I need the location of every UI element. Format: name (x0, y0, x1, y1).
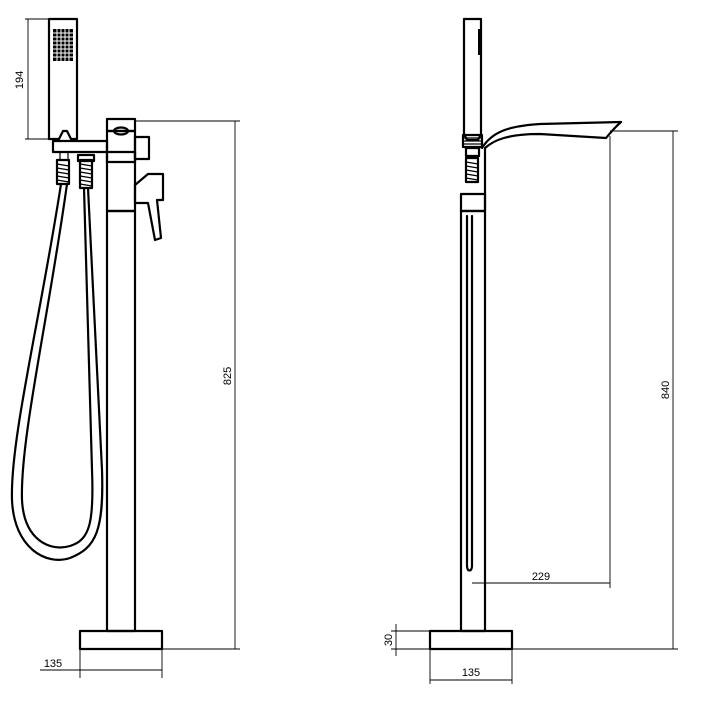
dimension-base-height: 30 (383, 624, 430, 656)
hand-shower-side (461, 17, 484, 149)
dim-label-135-front: 135 (44, 658, 62, 670)
dim-label-229: 229 (532, 571, 550, 583)
dimension-base-width-side: 135 (429, 649, 513, 684)
mixer-lever (133, 172, 165, 242)
dim-label-840: 840 (660, 381, 672, 399)
dimension-handset-height: 194 (14, 18, 49, 140)
hose-fitting-right (76, 153, 96, 190)
hose-fitting-side (464, 156, 480, 184)
dimension-spout-reach: 229 (472, 136, 611, 588)
dimension-spout-height: 825 (135, 120, 240, 650)
standpipe (105, 209, 137, 633)
shower-holder (51, 139, 109, 154)
shower-hose (10, 182, 104, 561)
spout (480, 120, 623, 213)
dim-label-194: 194 (14, 71, 26, 89)
floor-base-side (428, 629, 514, 651)
dimension-base-width-front: 135 (40, 649, 163, 678)
dim-label-135-side: 135 (462, 667, 480, 679)
dim-label-825: 825 (222, 367, 234, 385)
hand-shower (47, 17, 79, 141)
dimension-total-height: 840 (512, 130, 678, 650)
front-view: 194 825 135 (10, 17, 240, 678)
side-view: 840 229 30 135 (383, 17, 678, 684)
floor-base (78, 629, 164, 651)
mixer-body (105, 117, 151, 213)
dim-label-30: 30 (383, 634, 395, 646)
hose-fitting-left (55, 158, 71, 186)
